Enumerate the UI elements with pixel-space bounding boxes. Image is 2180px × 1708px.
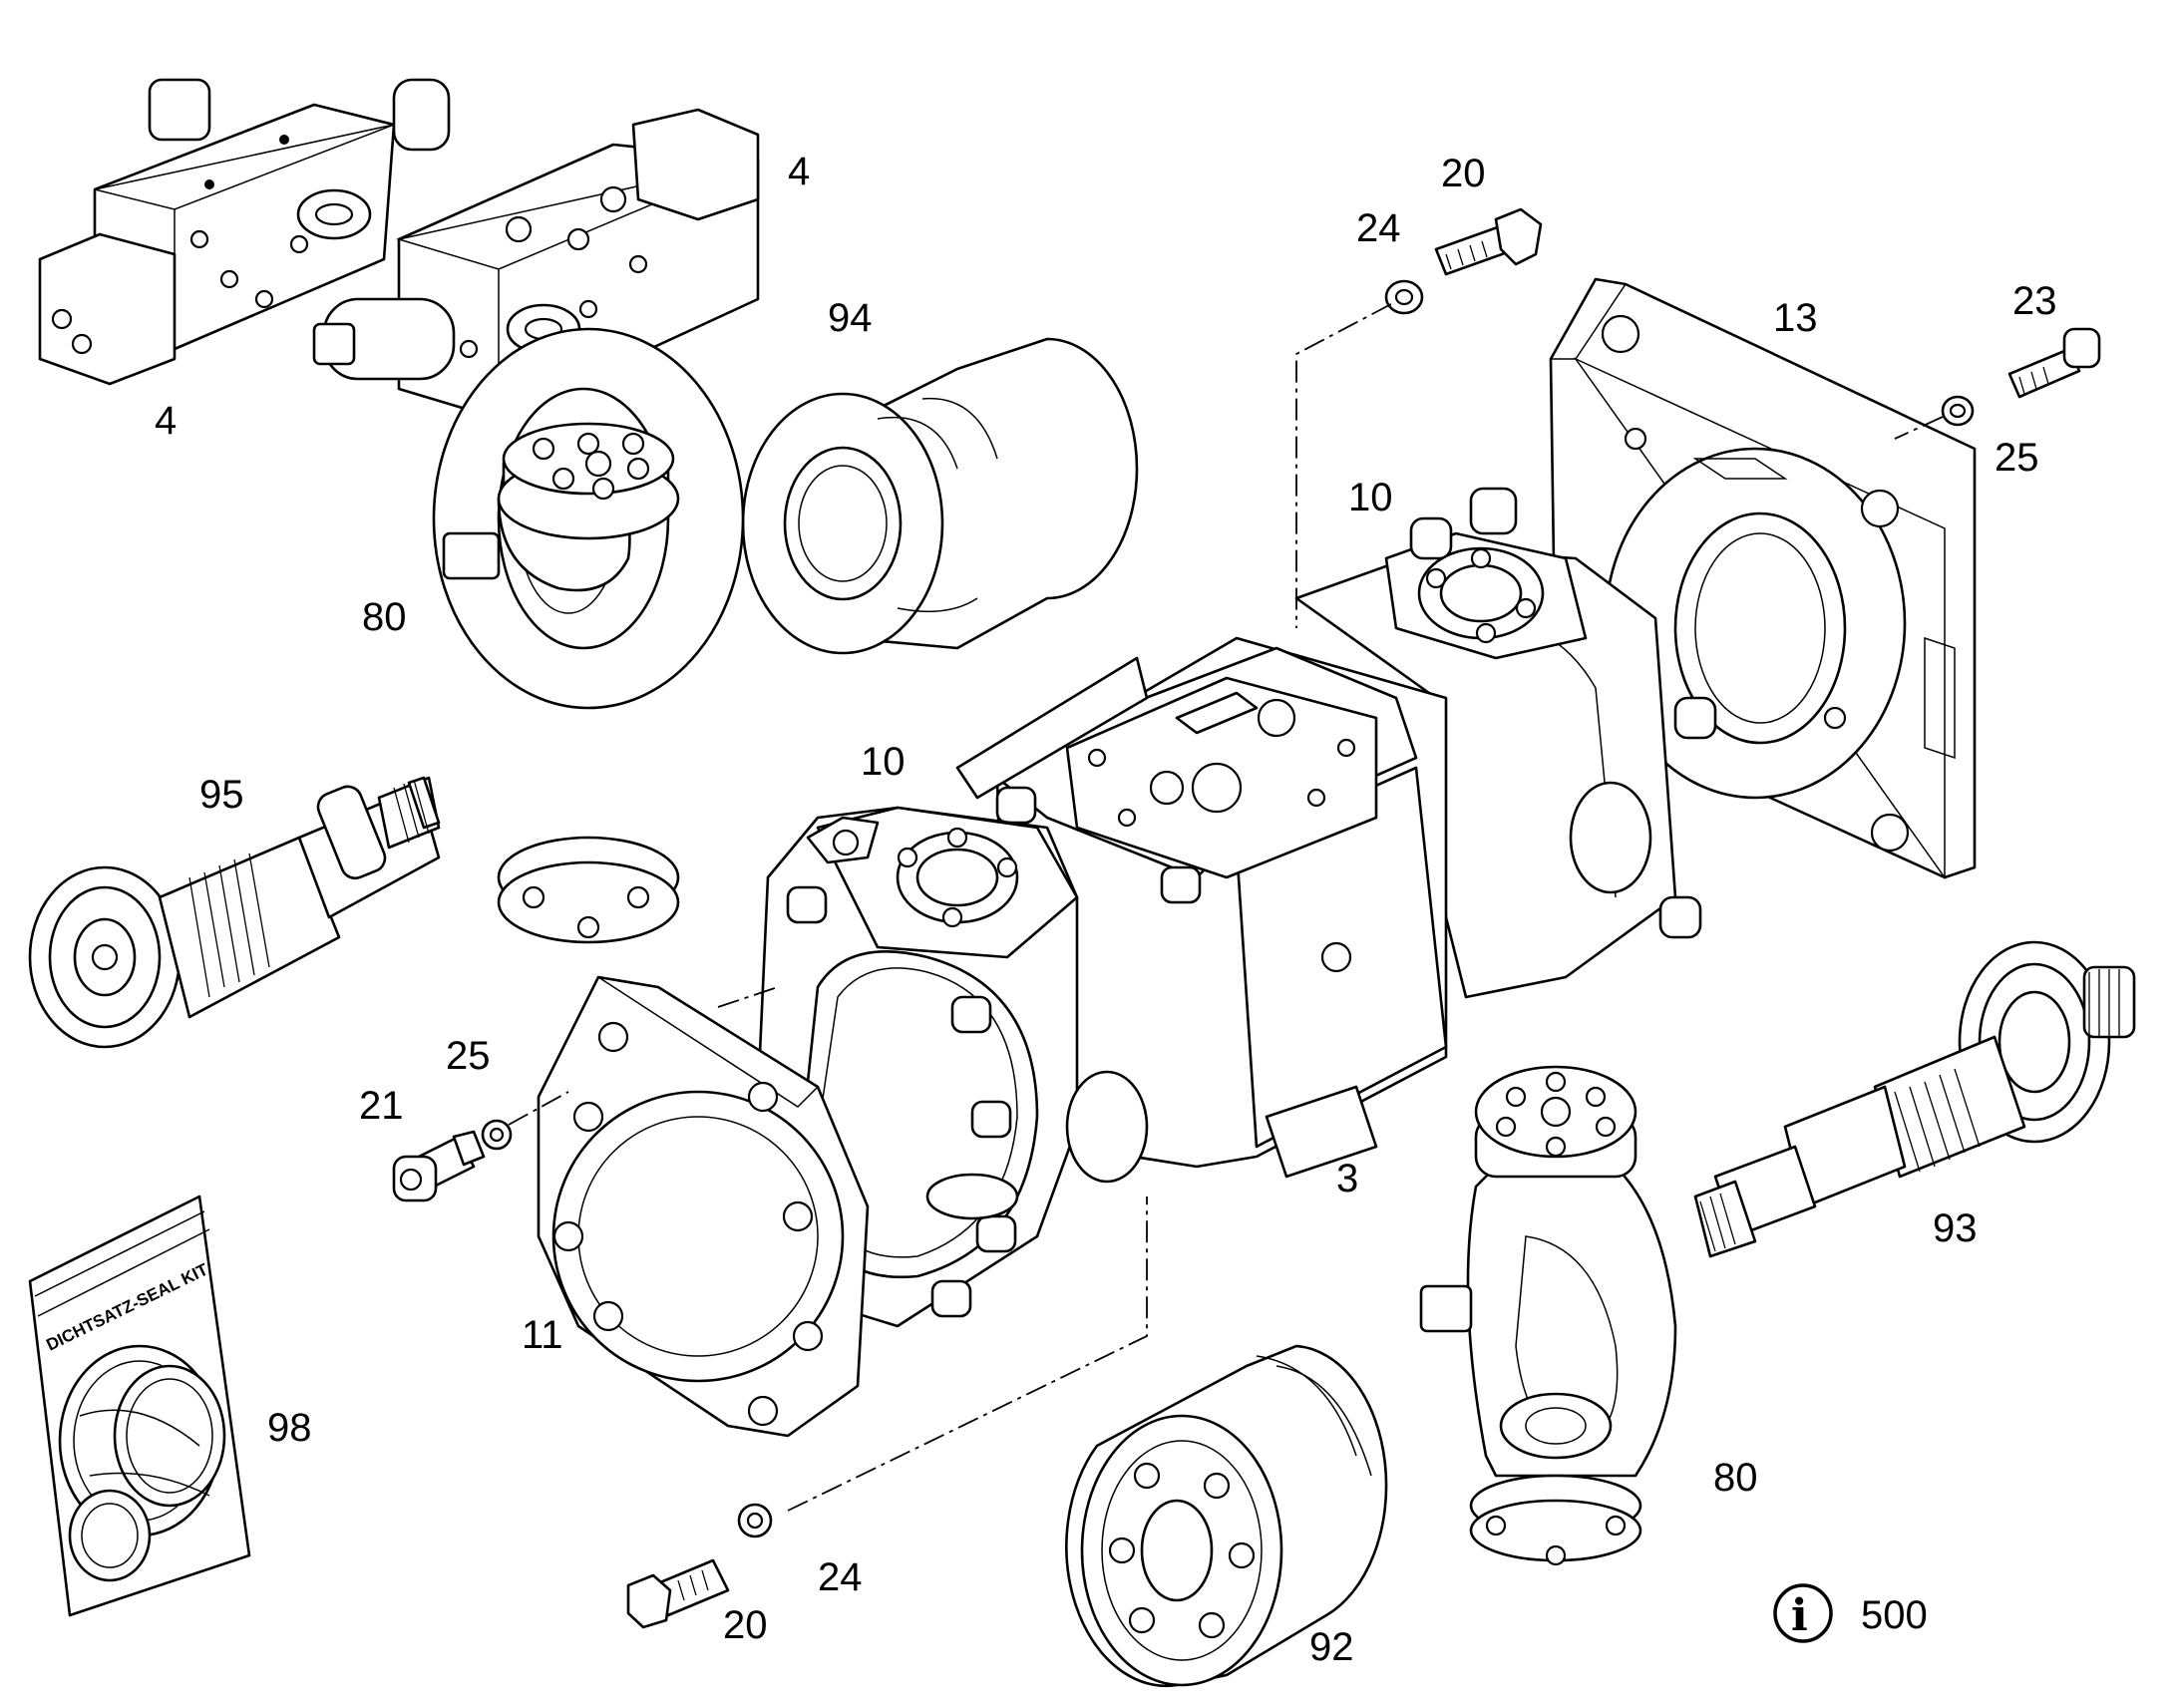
part-11-front-cover [537, 975, 870, 1438]
part-21-screw [392, 1130, 486, 1202]
part-25-washer-left [481, 1119, 513, 1151]
callout-labels: 4 4 94 80 95 10 24 20 13 23 25 10 25 21 … [155, 150, 2057, 1669]
part-93-drive-shaft [1693, 940, 2136, 1258]
callout-11: 11 [522, 1313, 563, 1357]
callout-21: 21 [359, 1084, 404, 1128]
callout-4-upper: 4 [788, 150, 810, 193]
part-98-seal-kit: DICHTSATZ-SEAL KIT [28, 1195, 251, 1617]
callout-25-right: 25 [1995, 436, 2039, 480]
callout-4-lower: 4 [155, 399, 177, 443]
part-4-valve-upper [38, 78, 451, 386]
part-23-screw [2007, 327, 2101, 399]
part-24-washer-bottom [737, 1503, 773, 1538]
part-92-cylinder-drum [1065, 1344, 1388, 1688]
callout-95: 95 [199, 773, 244, 817]
callout-93: 93 [1933, 1206, 1978, 1250]
callout-3: 3 [1336, 1157, 1358, 1200]
part-95-drive-shaft [28, 776, 441, 1049]
callout-20-top: 20 [1441, 152, 1486, 195]
callout-10-rear: 10 [1348, 476, 1393, 519]
callout-80-left: 80 [362, 595, 407, 639]
callout-94: 94 [828, 296, 873, 340]
part-25-washer-right [1941, 395, 1975, 427]
part-20-screw-bottom [626, 1558, 730, 1629]
info-reference: i 500 [1773, 1583, 1928, 1643]
part-80-yoke-left [432, 327, 745, 944]
part-80-yoke-right [1419, 1065, 1677, 1566]
callout-10-front: 10 [861, 740, 906, 784]
callout-24-bottom: 24 [818, 1555, 863, 1599]
callout-98: 98 [267, 1406, 312, 1450]
callout-24-top: 24 [1356, 206, 1401, 250]
part-20-screw-top [1434, 207, 1543, 276]
part-24-washer-top [1384, 279, 1424, 315]
assembly-lines [508, 303, 1944, 1512]
callout-23: 23 [2012, 279, 2057, 323]
part-94-cylinder-drum [741, 337, 1139, 655]
callout-13: 13 [1773, 296, 1818, 340]
part-4-valve-lower [312, 108, 760, 421]
info-icon [1773, 1583, 1833, 1643]
callout-92: 92 [1309, 1625, 1354, 1669]
callout-80-right: 80 [1713, 1456, 1758, 1500]
part-3-main-housing [756, 487, 1717, 1328]
info-icon-glyph: i [1791, 1590, 1808, 1641]
info-reference-number: 500 [1861, 1593, 1928, 1637]
callout-20-bottom: 20 [723, 1603, 768, 1647]
callout-25-left: 25 [446, 1034, 491, 1078]
